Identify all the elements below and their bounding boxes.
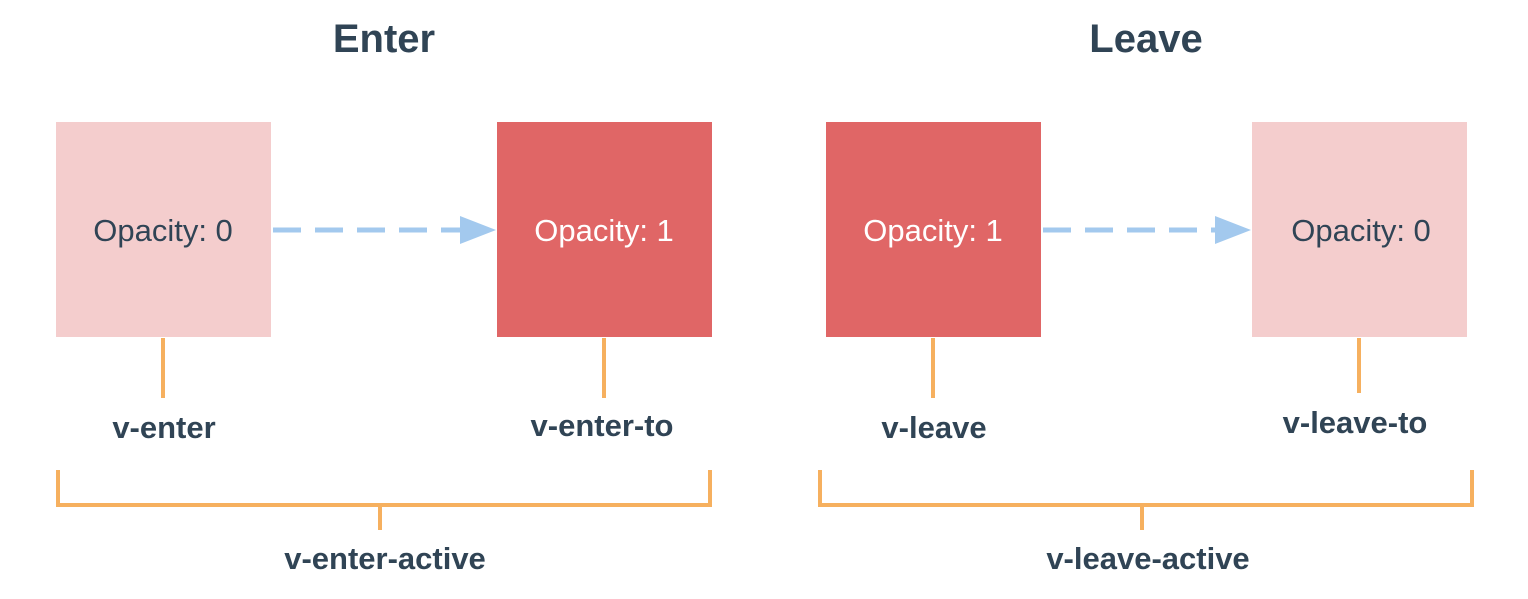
v-leave-active-label: v-leave-active bbox=[1046, 541, 1249, 576]
leave-active-bracket bbox=[818, 470, 1474, 507]
enter-end-box bbox=[497, 122, 712, 337]
v-enter-to-label: v-enter-to bbox=[531, 408, 674, 443]
enter-section: Enter Opacity: 0 Opacity: 1 v-enter v-en… bbox=[56, 17, 712, 576]
v-enter-active-label: v-enter-active bbox=[284, 541, 486, 576]
leave-end-box bbox=[1252, 122, 1467, 337]
leave-end-opacity-text: Opacity: 0 bbox=[1291, 213, 1431, 248]
v-leave-to-label: v-leave-to bbox=[1283, 405, 1428, 440]
enter-start-box bbox=[56, 122, 271, 337]
leave-title: Leave bbox=[1089, 17, 1202, 61]
enter-arrow-head-icon bbox=[460, 216, 496, 244]
leave-section: Leave Opacity: 1 Opacity: 0 v-leave v-le… bbox=[818, 17, 1474, 576]
enter-start-opacity-text: Opacity: 0 bbox=[93, 213, 233, 248]
leave-start-box bbox=[826, 122, 1041, 337]
enter-title: Enter bbox=[333, 17, 435, 61]
leave-arrow-head-icon bbox=[1215, 216, 1251, 244]
v-leave-label: v-leave bbox=[881, 410, 986, 445]
v-enter-label: v-enter bbox=[112, 410, 215, 445]
leave-start-opacity-text: Opacity: 1 bbox=[863, 213, 1003, 248]
enter-active-bracket bbox=[56, 470, 712, 507]
enter-end-opacity-text: Opacity: 1 bbox=[534, 213, 674, 248]
